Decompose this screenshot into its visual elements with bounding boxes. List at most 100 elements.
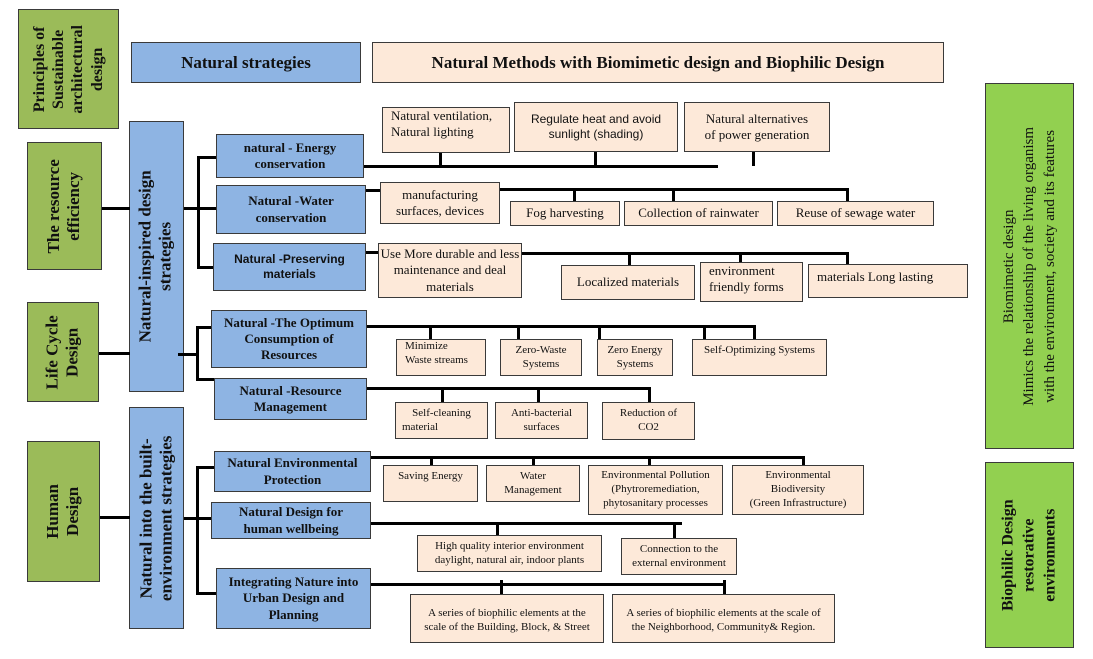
method-self-optimizing: Self-Optimizing Systems bbox=[692, 339, 827, 376]
method-saving-energy: Saving Energy bbox=[383, 465, 478, 502]
line: conservation bbox=[254, 156, 326, 171]
line: Natural alternatives bbox=[705, 110, 809, 126]
method-localized-materials: Localized materials bbox=[561, 265, 695, 300]
line: (Phytroremediation, bbox=[611, 483, 700, 496]
connector bbox=[367, 325, 756, 328]
connector bbox=[439, 152, 442, 166]
connector bbox=[371, 456, 805, 459]
line: natural - Energy bbox=[243, 139, 337, 155]
line: Natural lighting bbox=[391, 124, 474, 140]
line: Natural into the built- bbox=[136, 437, 156, 599]
connector bbox=[517, 325, 520, 339]
line: of power generation bbox=[704, 127, 810, 142]
line: Natural -Preserving bbox=[234, 252, 345, 266]
connector bbox=[100, 516, 130, 519]
biomimetic-design-panel: Biomimetic design Mimics the relationshi… bbox=[985, 83, 1074, 449]
line: Principles of bbox=[31, 26, 49, 112]
line: design bbox=[88, 47, 106, 91]
line: Natural Environmental bbox=[227, 455, 358, 471]
connector bbox=[594, 152, 597, 166]
connector bbox=[99, 352, 130, 355]
connector bbox=[102, 207, 130, 210]
line: restorative bbox=[1020, 518, 1038, 592]
connector bbox=[430, 456, 433, 466]
line: materials bbox=[426, 278, 474, 294]
line: Connection to the bbox=[639, 542, 719, 555]
line: Protection bbox=[263, 471, 322, 487]
line: conservation bbox=[255, 209, 327, 225]
connector bbox=[196, 466, 199, 594]
line: Saving Energy bbox=[398, 470, 463, 482]
line: Natural -Resource bbox=[239, 382, 342, 398]
line: environment strategies bbox=[156, 435, 176, 601]
line: Consumption of bbox=[244, 330, 334, 346]
line: materials bbox=[263, 267, 316, 281]
line: Collection of rainwater bbox=[638, 205, 759, 221]
line: Systems bbox=[616, 357, 654, 370]
line: surfaces bbox=[523, 420, 560, 433]
connector bbox=[846, 252, 849, 265]
line: Biomimetic design bbox=[1001, 209, 1018, 323]
connector bbox=[371, 583, 726, 586]
principles-header-text: Principles of Sustainable architectural … bbox=[30, 25, 107, 114]
line: Regulate heat and avoid bbox=[530, 112, 662, 126]
connector bbox=[532, 456, 535, 466]
line: Reduction of bbox=[619, 407, 678, 420]
connector bbox=[673, 522, 676, 539]
line: Human bbox=[43, 484, 63, 539]
line: Management bbox=[504, 483, 562, 496]
connector bbox=[429, 325, 432, 339]
line: Biodiversity bbox=[770, 483, 826, 496]
line: Management bbox=[254, 399, 327, 414]
line: human wellbeing bbox=[243, 520, 339, 536]
line: Water bbox=[520, 469, 546, 482]
line: environments bbox=[1040, 508, 1058, 602]
line: Mimics the relationship of the living or… bbox=[1021, 126, 1038, 406]
method-sewage-reuse: Reuse of sewage water bbox=[777, 201, 934, 226]
line: Reuse of sewage water bbox=[795, 205, 916, 221]
method-fog-harvesting: Fog harvesting bbox=[510, 201, 620, 226]
line: daylight, natural air, indoor plants bbox=[434, 553, 585, 566]
connector bbox=[723, 580, 726, 595]
line: A series of biophilic elements at the bbox=[428, 606, 586, 619]
connector bbox=[196, 378, 214, 381]
method-environmental-pollution: Environmental Pollution(Phytroremediatio… bbox=[588, 465, 723, 515]
line: Environmental bbox=[765, 469, 831, 482]
connector bbox=[672, 188, 675, 202]
biophilic-design-panel: Biophilic Design restorative environment… bbox=[985, 462, 1074, 648]
line: strategies bbox=[156, 222, 176, 291]
line: Life Cycle bbox=[42, 314, 62, 390]
line: Urban Design and bbox=[242, 590, 345, 606]
line: Integrating Nature into bbox=[228, 574, 359, 590]
line: architectural bbox=[69, 24, 87, 114]
line: A series of biophilic elements at the sc… bbox=[626, 606, 821, 619]
natural-methods-header: Natural Methods with Biomimetic design a… bbox=[372, 42, 944, 83]
line: Natural Design for bbox=[239, 504, 343, 520]
line: CO2 bbox=[638, 421, 659, 433]
connector bbox=[573, 188, 576, 202]
line: Environmental Pollution bbox=[601, 469, 710, 482]
line: Design bbox=[63, 327, 83, 377]
line: surfaces, devices bbox=[395, 203, 485, 218]
